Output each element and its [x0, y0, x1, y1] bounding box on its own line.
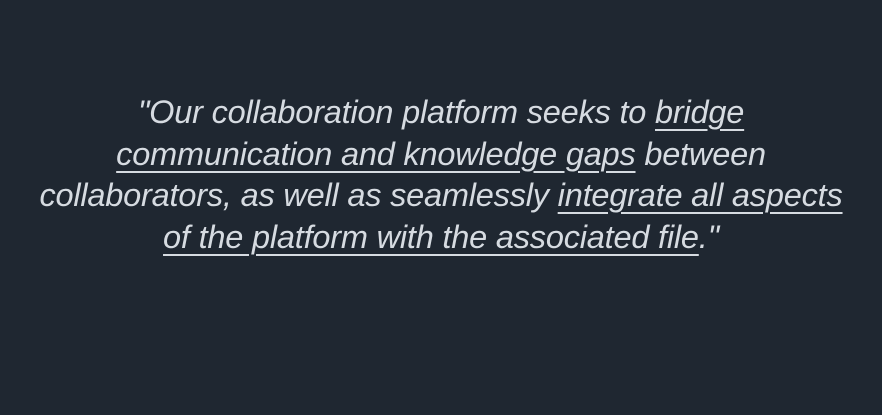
quote-container: "Our collaboration platform seeks to bri… [36, 92, 846, 258]
quote-highlight-integrate: integrate all aspects of the platform wi… [163, 177, 843, 255]
quote-segment: "Our collaboration platform seeks to [137, 94, 655, 130]
quote-highlight-bridge-gaps: bridge communication and knowledge gaps [116, 94, 745, 172]
quote-segment: ." [698, 218, 719, 255]
quote-segment: between collaborators, as well as seamle… [39, 135, 766, 214]
quote-text: "Our collaboration platform seeks to bri… [36, 92, 846, 258]
